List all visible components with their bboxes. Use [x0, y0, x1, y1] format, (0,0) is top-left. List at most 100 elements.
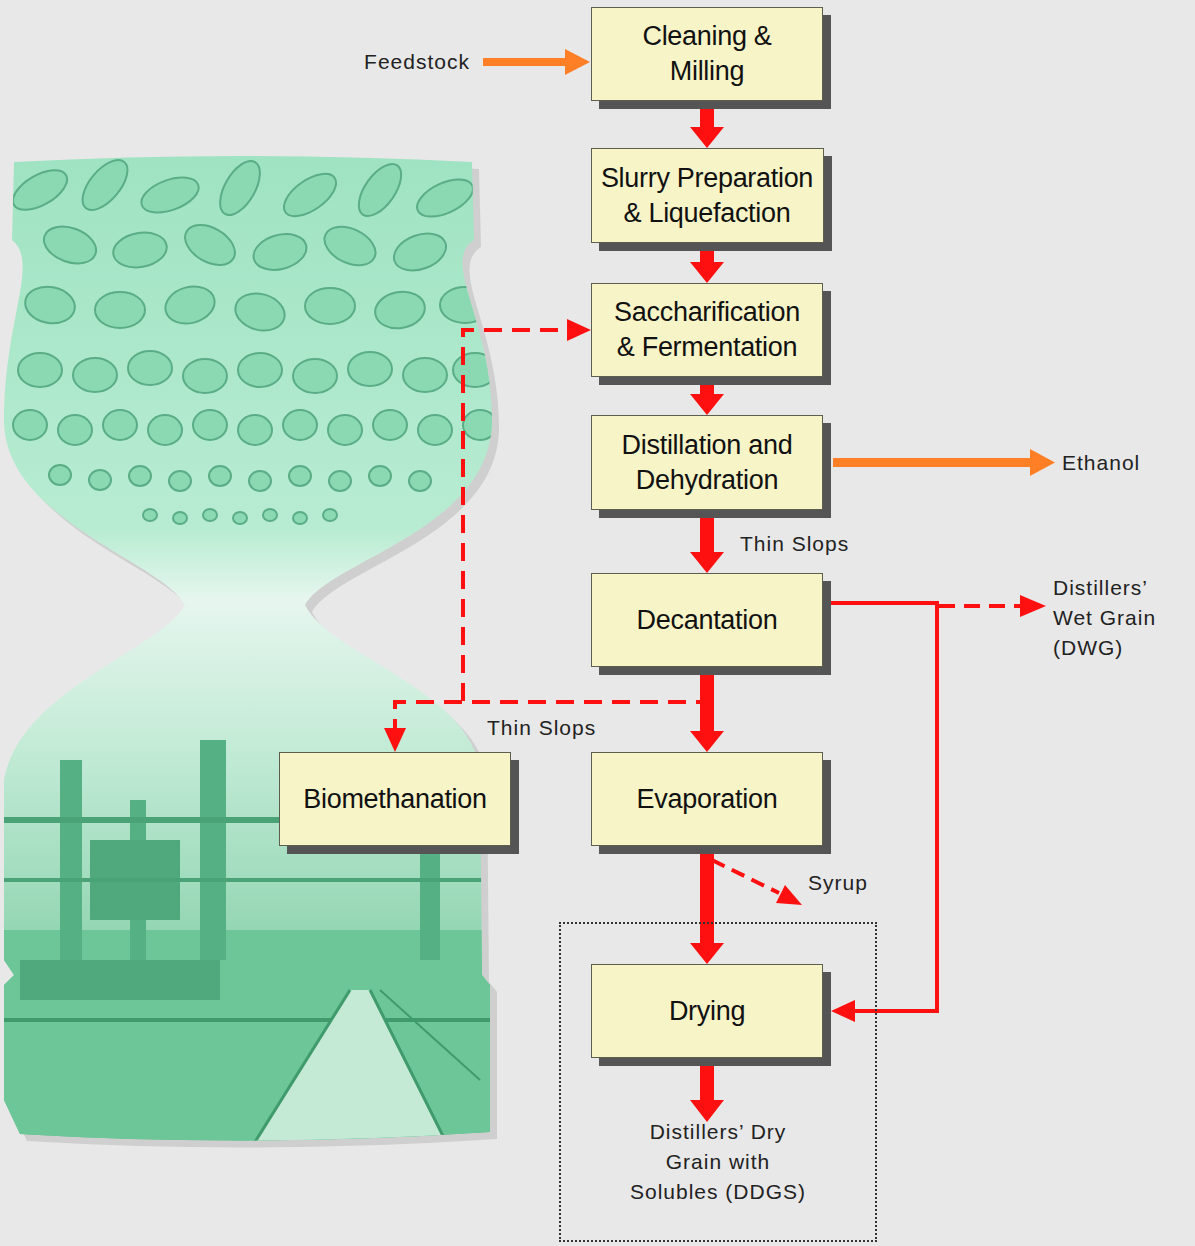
flow-arrow	[690, 377, 724, 415]
grain	[329, 471, 351, 491]
grain	[169, 471, 191, 491]
grain	[411, 172, 478, 225]
arrowhead	[690, 127, 724, 148]
flow-label: Syrup	[808, 868, 898, 898]
process-label: Slurry Preparation & Liquefaction	[596, 161, 818, 231]
flow-label: Distillers’ Wet Grain (DWG)	[1053, 573, 1178, 663]
grain	[323, 509, 337, 521]
walkway	[250, 990, 450, 1150]
output-group: Distillers’ Dry Grain with Solubles (DDG…	[559, 922, 877, 1242]
process-label: Distillation and Dehydration	[600, 428, 814, 498]
grain	[143, 509, 157, 521]
grain	[193, 410, 227, 440]
connector-line	[700, 377, 714, 394]
grain	[110, 229, 169, 272]
grain	[238, 415, 272, 445]
grain	[283, 410, 317, 440]
grain	[328, 415, 362, 445]
grain	[95, 292, 145, 328]
flow-arrow	[690, 243, 724, 283]
ethanol-arrow	[833, 449, 1055, 476]
connector-line	[700, 510, 714, 552]
grain	[373, 410, 407, 440]
flow-arrow	[690, 510, 724, 573]
grain	[128, 351, 172, 385]
process-box: Decantation	[591, 573, 823, 667]
factory-pipe	[0, 878, 500, 882]
grain	[453, 353, 497, 387]
grain	[137, 171, 204, 220]
factory-column	[200, 740, 226, 960]
grain	[318, 219, 381, 273]
output-label: Distillers’ Dry Grain with Solubles (DDG…	[623, 1117, 813, 1207]
arrowhead	[690, 394, 724, 415]
process-box: Cleaning & Milling	[591, 7, 823, 101]
edge-label: Thin Slops	[740, 529, 849, 559]
feedstock-arrow	[483, 49, 590, 75]
factory-pipe	[0, 1018, 500, 1022]
grain	[231, 288, 289, 336]
connector-line	[700, 243, 714, 262]
ddgs-arrow	[690, 1061, 724, 1122]
grain	[161, 281, 219, 329]
syrup-arrow	[712, 860, 779, 893]
syrup-arrowhead	[776, 885, 802, 905]
flow-arrow	[823, 603, 937, 1022]
arrowhead	[690, 731, 724, 752]
grain	[49, 465, 71, 485]
grain	[39, 220, 101, 270]
grain	[212, 155, 268, 222]
factory-block	[0, 930, 500, 1150]
grain	[103, 410, 137, 440]
process-box: Drying	[591, 964, 823, 1058]
flow-label: Feedstock	[310, 47, 470, 77]
grain	[289, 466, 311, 486]
grain	[203, 509, 217, 521]
factory-pipe	[0, 817, 300, 823]
grain	[22, 283, 77, 327]
grain	[58, 415, 92, 445]
arrowhead	[384, 728, 406, 752]
grain	[74, 152, 136, 217]
railing	[380, 990, 480, 1080]
process-box: Biomethanation	[279, 752, 511, 846]
grain	[389, 227, 451, 277]
process-label: Evaporation	[600, 782, 814, 817]
dwg-arrow	[939, 604, 1022, 608]
grain	[372, 288, 427, 332]
process-label: Biomethanation	[288, 782, 502, 817]
grain	[440, 287, 490, 323]
process-label: Decantation	[600, 603, 814, 638]
grain	[348, 352, 392, 386]
grain	[463, 410, 497, 440]
grain	[129, 466, 151, 486]
grain	[369, 466, 391, 486]
grain	[249, 471, 271, 491]
factory-tank	[20, 960, 220, 1000]
flow-arrow	[690, 667, 724, 752]
grain	[277, 166, 343, 225]
flow-arrow	[690, 101, 724, 148]
grain	[173, 512, 187, 524]
process-box: Evaporation	[591, 752, 823, 846]
grain	[178, 217, 242, 273]
dwg-arrowhead	[1020, 595, 1046, 617]
connector-line	[700, 846, 714, 943]
grain	[418, 415, 452, 445]
connector-line	[700, 667, 714, 731]
grain	[305, 288, 355, 324]
railing	[250, 990, 350, 1150]
grain	[263, 509, 277, 521]
grain	[293, 359, 337, 393]
edge-label: Thin Slops	[487, 713, 596, 743]
connector-line	[700, 101, 714, 127]
grain	[209, 466, 231, 486]
grain	[351, 157, 410, 223]
grain	[238, 353, 282, 387]
process-label: Saccharification & Fermentation	[607, 295, 807, 365]
grain	[89, 470, 111, 490]
grain	[18, 353, 62, 387]
grain	[13, 410, 47, 440]
process-label: Cleaning & Milling	[617, 19, 797, 89]
